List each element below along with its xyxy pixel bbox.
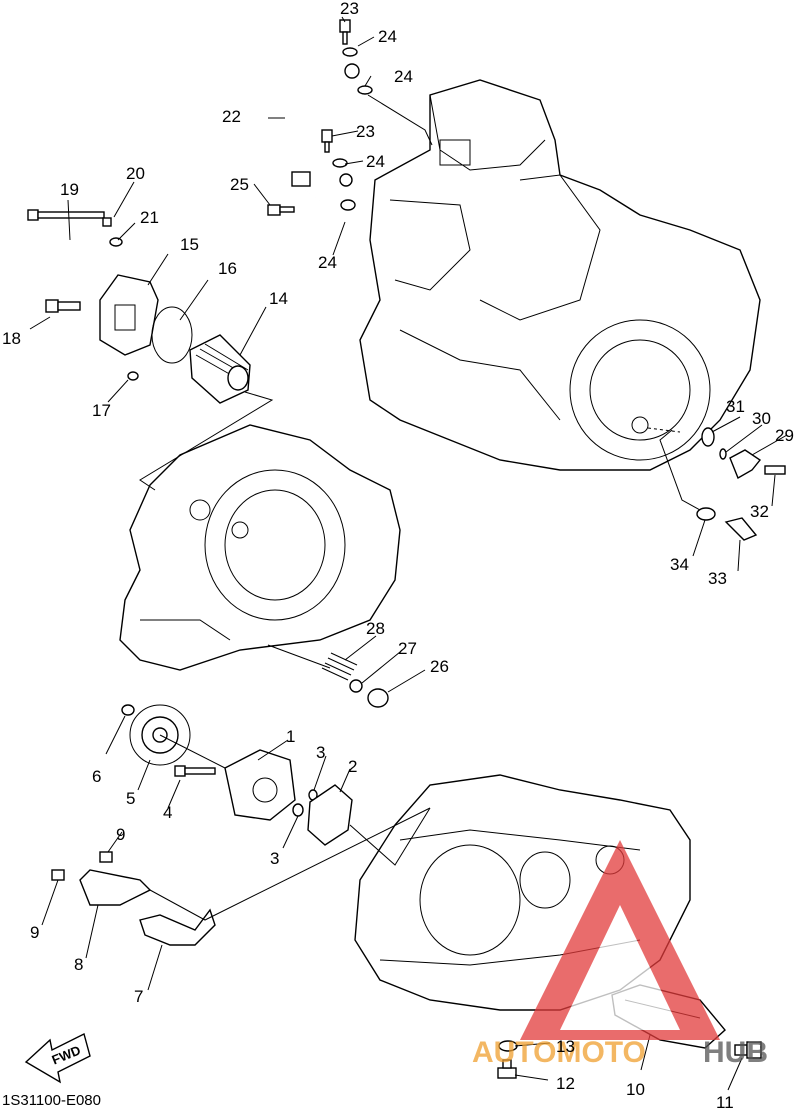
callout-2: 2 bbox=[348, 757, 357, 776]
oil-delivery-pipe bbox=[280, 63, 360, 202]
callout-23a: 23 bbox=[340, 0, 359, 18]
leader-lines bbox=[29, 16, 788, 1091]
oil-pump-assembly bbox=[121, 704, 353, 846]
watermark: AUTOMOTO HUB bbox=[472, 840, 768, 1069]
callout-28: 28 bbox=[366, 619, 385, 638]
callout-4: 4 bbox=[163, 803, 172, 822]
callout-6: 6 bbox=[92, 767, 101, 786]
callout-33: 33 bbox=[708, 569, 727, 588]
callout-21: 21 bbox=[140, 208, 159, 227]
callout-1: 1 bbox=[286, 727, 295, 746]
callout-14: 14 bbox=[269, 289, 288, 308]
oil-filter-element bbox=[189, 334, 251, 404]
callout-16: 16 bbox=[218, 259, 237, 278]
callout-3b: 3 bbox=[270, 849, 279, 868]
callout-24a: 24 bbox=[378, 27, 397, 46]
callout-8: 8 bbox=[74, 955, 83, 974]
callout-30: 30 bbox=[752, 409, 771, 428]
crankcase-fittings bbox=[696, 427, 786, 541]
engine-assembly bbox=[359, 79, 761, 471]
callout-12: 12 bbox=[556, 1074, 575, 1093]
callout-27: 27 bbox=[398, 639, 417, 658]
relief-valve-parts bbox=[321, 652, 389, 708]
watermark-text-a: AUTOMOTO bbox=[472, 1036, 646, 1069]
callout-24d: 24 bbox=[318, 253, 337, 272]
callout-34: 34 bbox=[670, 555, 689, 574]
diagram-code: 1S31100-E080 bbox=[2, 1092, 101, 1109]
callout-19: 19 bbox=[60, 180, 79, 199]
callout-29: 29 bbox=[775, 426, 794, 445]
callout-32: 32 bbox=[750, 502, 769, 521]
callout-13: 13 bbox=[556, 1037, 575, 1056]
oil-filter-cover bbox=[27, 209, 193, 381]
callout-24b: 24 bbox=[394, 67, 413, 86]
callout-25: 25 bbox=[230, 175, 249, 194]
callout-5: 5 bbox=[126, 789, 135, 808]
callout-20: 20 bbox=[126, 164, 145, 183]
callout-22: 22 bbox=[222, 107, 241, 126]
callout-26: 26 bbox=[430, 657, 449, 676]
callout-11: 11 bbox=[716, 1093, 734, 1111]
callout-18: 18 bbox=[2, 329, 21, 348]
callout-23b: 23 bbox=[356, 122, 375, 141]
baffle-plates bbox=[51, 851, 216, 946]
callout-3a: 3 bbox=[316, 743, 325, 762]
watermark-text-b: HUB bbox=[703, 1036, 768, 1069]
callout-24c: 24 bbox=[366, 152, 385, 171]
callout-17: 17 bbox=[92, 401, 111, 420]
pipe-hardware bbox=[267, 19, 373, 216]
callout-10: 10 bbox=[626, 1080, 645, 1099]
callout-7: 7 bbox=[134, 987, 143, 1006]
callout-15: 15 bbox=[180, 235, 199, 254]
callout-9b: 9 bbox=[30, 923, 39, 942]
callout-9a: 9 bbox=[116, 825, 125, 844]
drain-bolt bbox=[497, 1040, 518, 1079]
left-crankcase-cover bbox=[119, 424, 401, 671]
fwd-arrow: FWD bbox=[24, 1032, 91, 1084]
callout-31: 31 bbox=[726, 397, 745, 416]
